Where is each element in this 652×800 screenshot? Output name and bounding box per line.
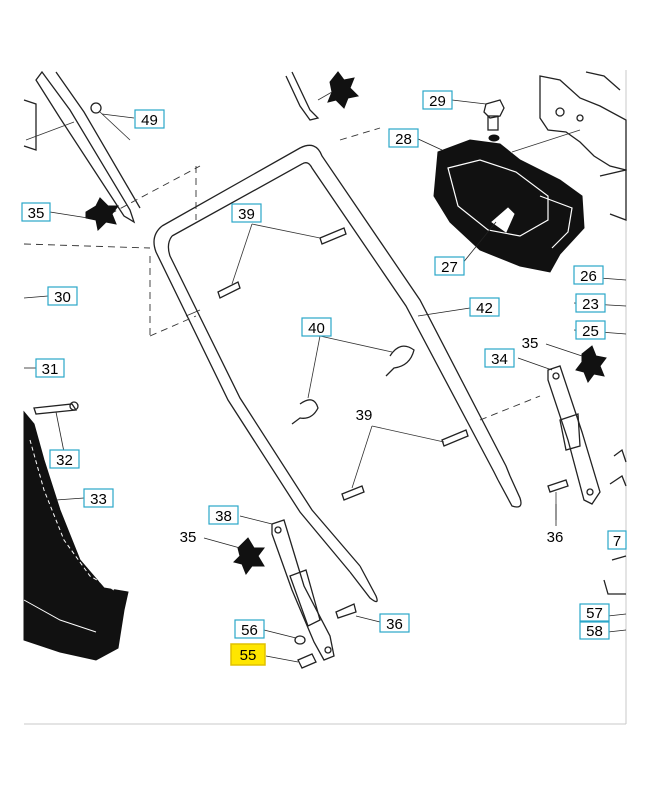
label-35-lower: 35 [180, 529, 197, 546]
svg-text:32: 32 [56, 452, 73, 469]
label-31: 31 [35, 358, 65, 378]
label-36-right: 36 [547, 529, 564, 546]
svg-text:30: 30 [54, 289, 71, 306]
bolt-29 [483, 99, 505, 142]
label-7: 7 [607, 530, 627, 550]
svg-text:55: 55 [240, 647, 257, 664]
svg-text:28: 28 [395, 131, 412, 148]
svg-text:39: 39 [238, 206, 255, 223]
label-55-highlighted: 55 [230, 643, 266, 666]
label-32: 32 [49, 449, 80, 469]
svg-text:35: 35 [180, 529, 197, 546]
svg-text:42: 42 [476, 300, 493, 317]
label-35-right: 35 [522, 335, 539, 352]
svg-text:7: 7 [613, 533, 621, 550]
bottom-right-part [603, 555, 627, 595]
svg-text:58: 58 [586, 623, 603, 640]
bolts-39-lower [341, 395, 541, 501]
label-36-lower: 36 [379, 613, 410, 633]
svg-text:29: 29 [429, 93, 446, 110]
svg-text:23: 23 [582, 296, 599, 313]
label-39-lower: 39 [356, 407, 373, 424]
top-right-housing [511, 71, 627, 221]
label-33: 33 [83, 488, 114, 508]
label-30: 30 [47, 286, 78, 306]
clips-40 [291, 335, 415, 425]
grass-chute [433, 139, 585, 273]
label-23: 23 [575, 293, 606, 313]
svg-text:39: 39 [356, 407, 373, 424]
svg-text:57: 57 [586, 605, 603, 622]
star-knob-35a [85, 197, 119, 232]
label-57: 57 [579, 603, 610, 622]
svg-text:27: 27 [441, 259, 458, 276]
svg-text:31: 31 [42, 361, 59, 378]
label-29: 29 [422, 90, 453, 110]
svg-text:25: 25 [582, 323, 599, 340]
label-49: 49 [134, 109, 165, 129]
star-knob-35c [233, 537, 265, 576]
svg-text:35: 35 [28, 205, 45, 222]
label-58: 58 [579, 621, 610, 640]
label-42: 42 [469, 297, 500, 317]
left-rod-assembly [23, 70, 201, 249]
bracket-34 [547, 365, 601, 505]
label-56: 56 [234, 619, 265, 639]
svg-text:35: 35 [522, 335, 539, 352]
bolt-36-right [547, 448, 627, 520]
main-handle [153, 144, 522, 603]
label-38: 38 [208, 505, 239, 525]
fasteners-lower [294, 603, 357, 669]
svg-text:38: 38 [215, 508, 232, 525]
svg-text:40: 40 [308, 320, 325, 337]
top-rod-knob [285, 71, 381, 141]
svg-text:56: 56 [241, 622, 258, 639]
bracket-38 [271, 519, 335, 661]
left-housing [23, 401, 129, 661]
label-40: 40 [301, 317, 332, 337]
label-27: 27 [434, 256, 465, 276]
svg-text:36: 36 [386, 616, 403, 633]
label-25: 25 [575, 320, 606, 340]
dashed-guide-box [149, 166, 197, 337]
bolts-39-upper [217, 223, 347, 299]
label-34: 34 [484, 348, 515, 368]
label-39-upper: 39 [231, 203, 262, 223]
svg-text:49: 49 [141, 112, 158, 129]
label-26: 26 [573, 265, 604, 285]
label-28: 28 [388, 128, 419, 148]
svg-text:36: 36 [547, 529, 564, 546]
star-knob-35b [575, 345, 607, 384]
svg-text:33: 33 [90, 491, 107, 508]
svg-text:34: 34 [491, 351, 508, 368]
svg-text:26: 26 [580, 268, 597, 285]
label-35-left: 35 [21, 202, 51, 222]
